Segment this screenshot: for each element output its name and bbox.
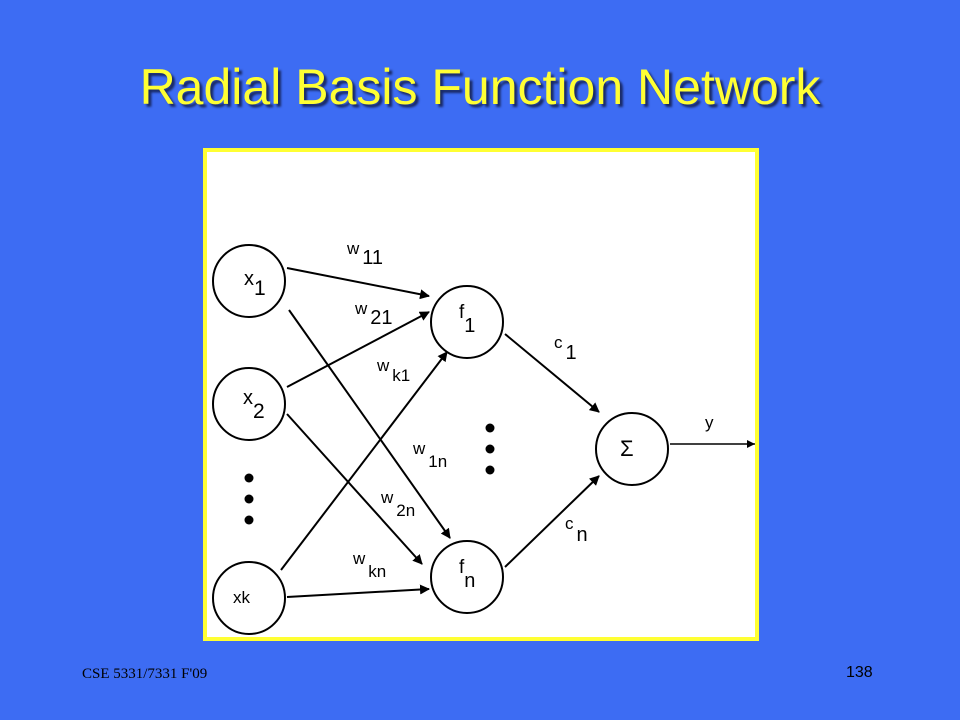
edge-xk-f1: [280, 351, 448, 571]
hidden-ellipsis-dot: [485, 465, 495, 475]
slide-title: Radial Basis Function Network: [139, 59, 821, 115]
footer-course: CSE 5331/7331 F'09: [82, 666, 208, 682]
input-node-x1: [212, 244, 286, 318]
input-ellipsis-dot: [244, 494, 254, 504]
sum-node: [595, 412, 669, 486]
hidden-node-fn: [430, 540, 504, 614]
input-label-x2: x2: [243, 387, 265, 423]
hidden-ellipsis-dot: [485, 444, 495, 454]
hidden-label-fn: fn: [459, 557, 475, 592]
page-number: 138: [846, 664, 873, 681]
sum-symbol: Σ: [620, 436, 634, 461]
input-ellipsis-dot: [244, 515, 254, 525]
weight-label-wkn: wkn: [352, 549, 386, 581]
edge-f1-sum: [504, 333, 600, 413]
input-node-x2: [212, 367, 286, 441]
weight-label-w1n: w1n: [412, 439, 447, 471]
edge-x2-fn: [286, 413, 423, 565]
edge-xk-fn: [286, 584, 430, 598]
edge-x2-f1: [286, 311, 430, 388]
weight-label-wk1: wk1: [376, 356, 410, 385]
output-label-y: y: [705, 413, 714, 432]
hidden-label-f1: f1: [459, 302, 475, 337]
edge-fn-sum: [504, 475, 600, 568]
hidden-node-f1: [430, 285, 504, 359]
edge-x1-fn: [288, 309, 451, 539]
input-node-xk: [212, 561, 286, 635]
weight-label-w2n: w2n: [380, 488, 415, 520]
output-weight-label-cn: cn: [565, 514, 588, 546]
hidden-ellipsis-dot: [485, 423, 495, 433]
input-ellipsis-dot: [244, 473, 254, 483]
input-label-xk: xk: [233, 588, 251, 607]
edge-x1-f1: [286, 267, 430, 300]
input-label-x1: x1: [244, 268, 266, 300]
